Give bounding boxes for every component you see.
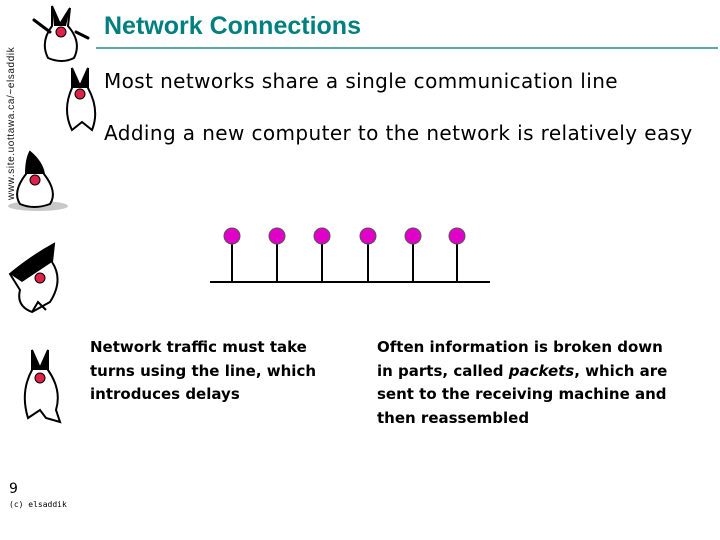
bus-network-diagram (210, 227, 490, 283)
computer-node-1 (223, 227, 241, 245)
note-traffic-delays: Network traffic must take turns using th… (90, 338, 317, 403)
mascot-standing-icon (66, 67, 97, 132)
computer-node-5 (404, 227, 422, 245)
bullet-shared-line: Most networks share a single communicati… (104, 69, 619, 93)
mascot-leaning-icon (8, 242, 59, 314)
computer-node-3 (313, 227, 331, 245)
title-underline (96, 47, 718, 49)
copyright-text: (c) elsaddik (9, 500, 67, 509)
note-packets-before: Often information is broken down in part… (377, 338, 663, 380)
bullet-adding-computer: Adding a new computer to the network is … (104, 121, 693, 145)
computer-node-2 (268, 227, 286, 245)
computer-node-6 (448, 227, 466, 245)
page-title: Network Connections (104, 12, 361, 40)
note-packets: Often information is broken down in part… (377, 336, 677, 430)
page-number: 9 (9, 481, 18, 497)
mascot-sitting-icon (23, 349, 62, 424)
mascot-waving-icon (32, 5, 90, 62)
note-packets-after: , which are sent to the receiving machin… (377, 361, 668, 427)
note-packets-emphasis: packets (508, 361, 575, 380)
computer-node-4 (359, 227, 377, 245)
mascot-shadow-icon (8, 150, 68, 211)
